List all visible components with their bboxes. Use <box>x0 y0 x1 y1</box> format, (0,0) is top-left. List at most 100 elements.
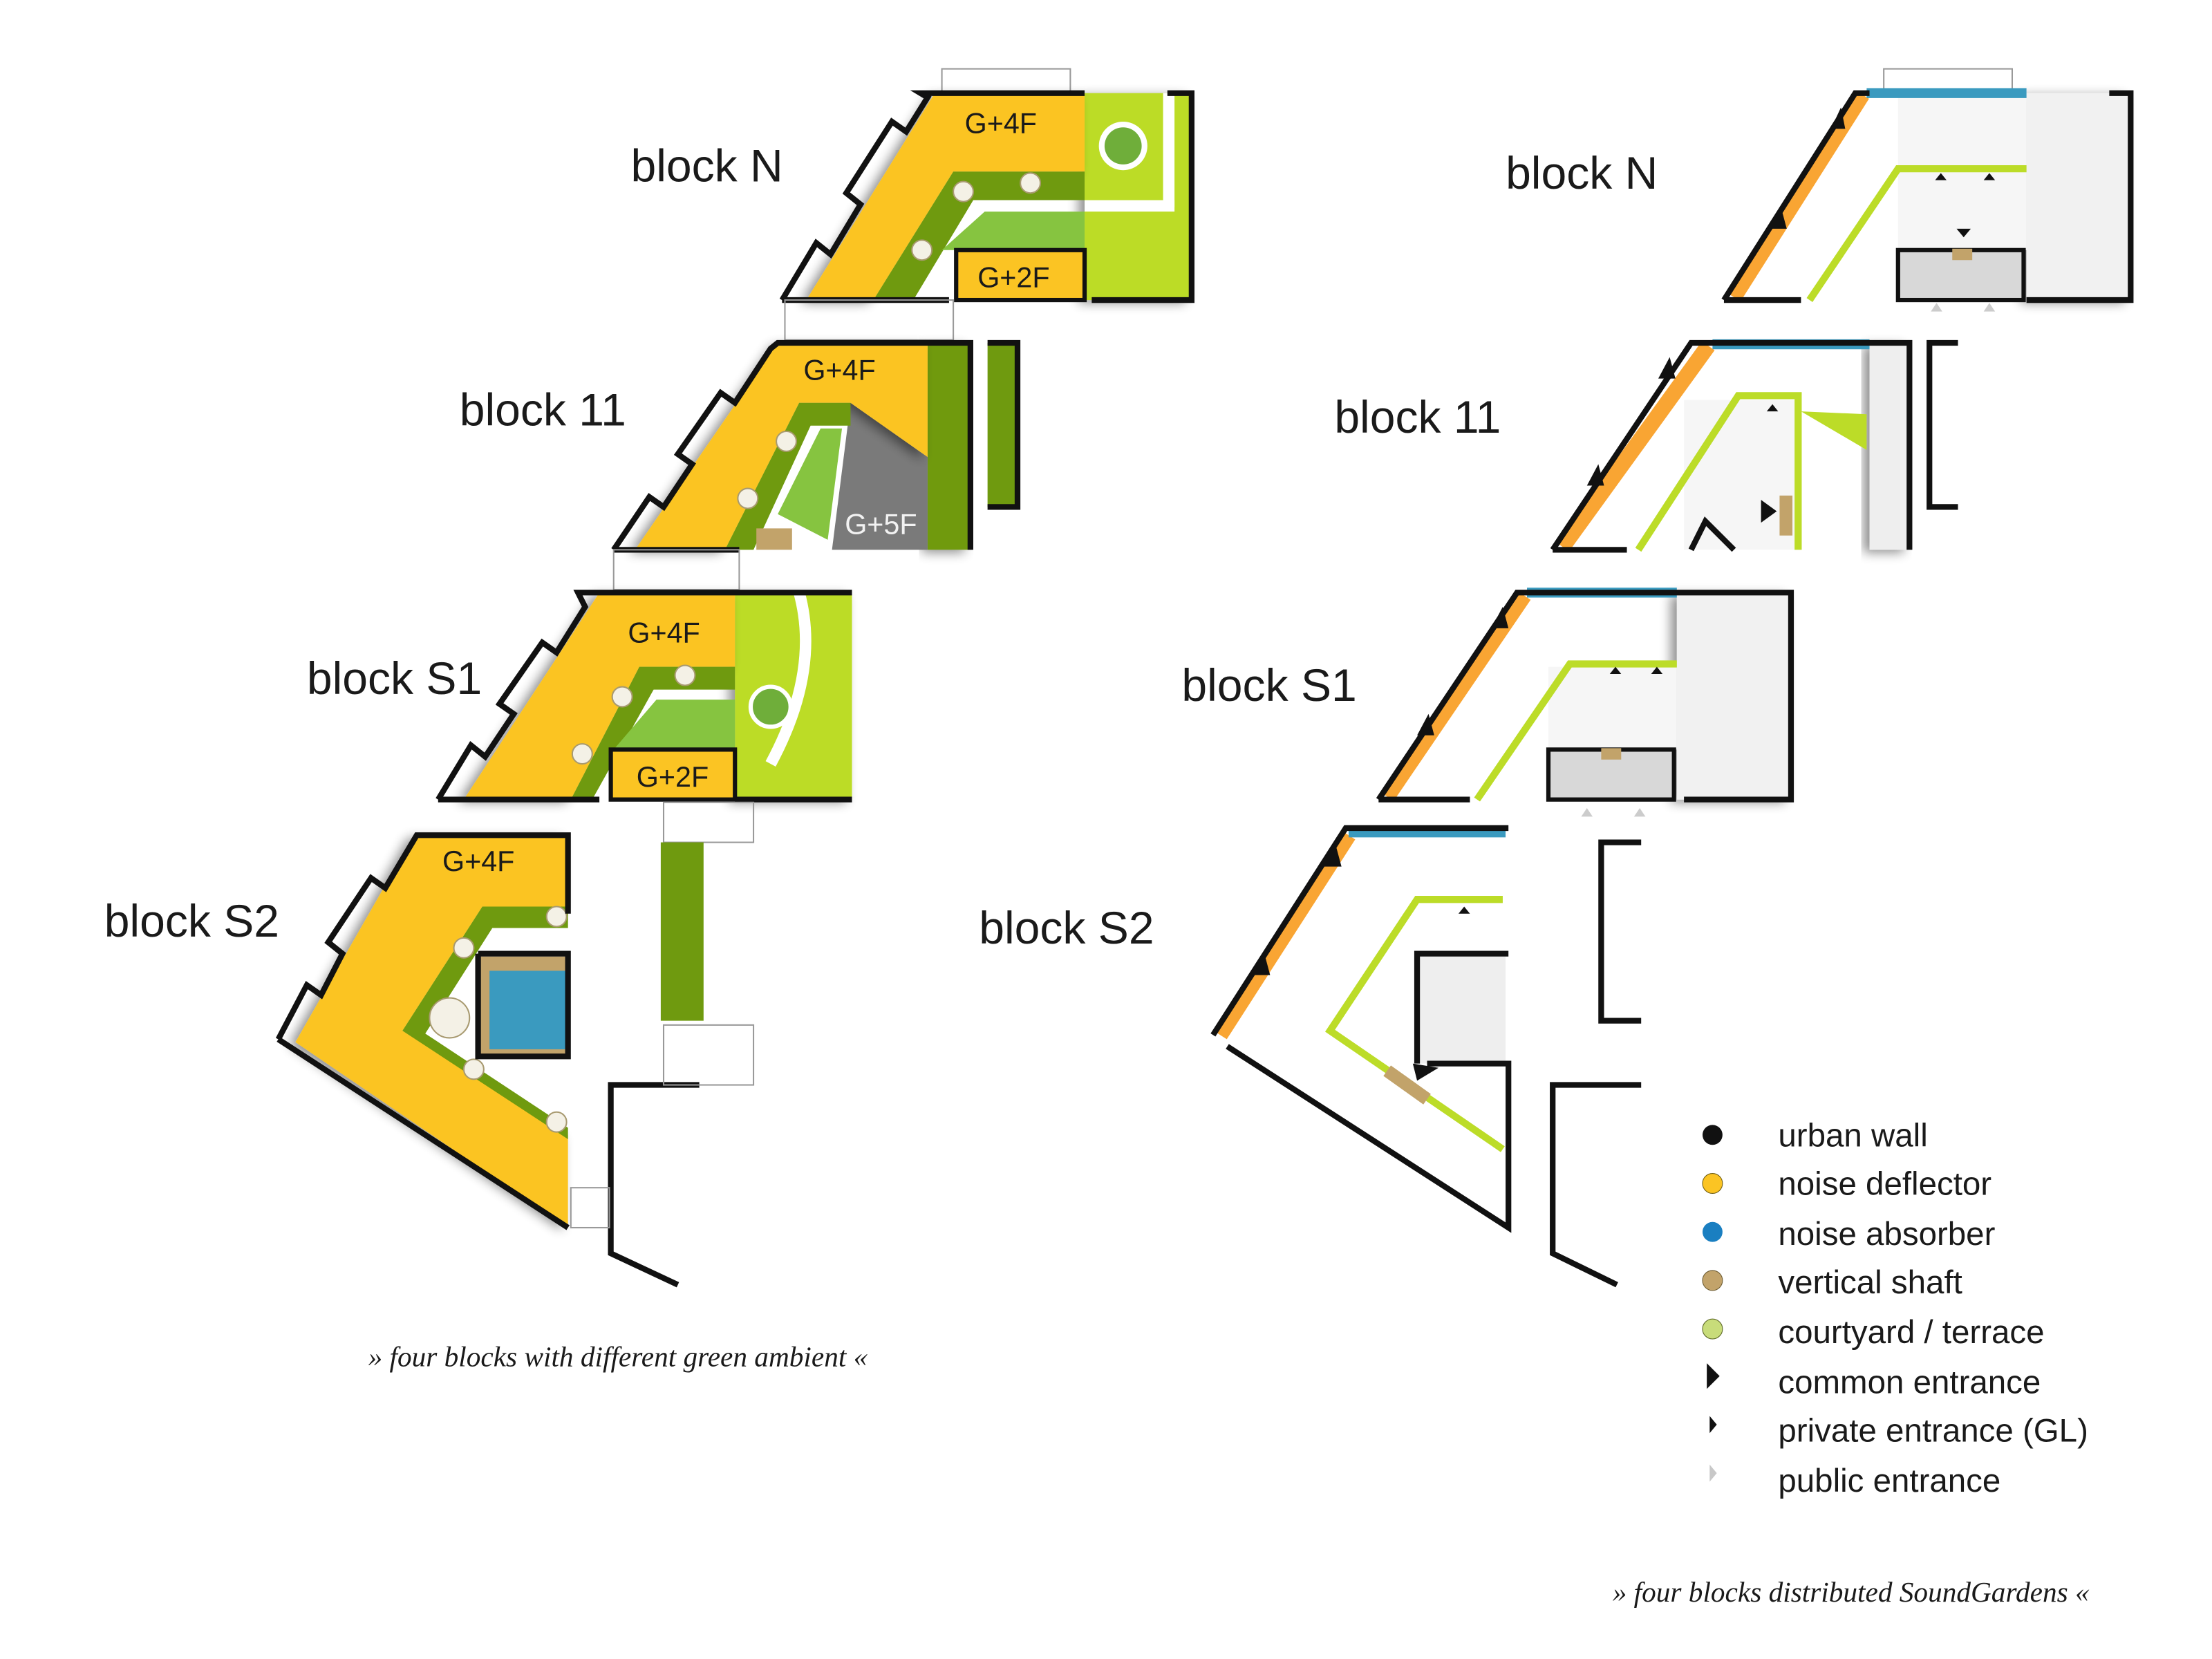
inner-courtyard <box>613 700 735 750</box>
tree-icon <box>1104 127 1142 165</box>
urban-wall-dot-icon <box>1702 1125 1723 1145</box>
floor-label: G+4F <box>442 845 514 877</box>
path-white <box>1163 93 1175 207</box>
right-block-s2: block S2 <box>979 825 1642 1288</box>
block-label: block N <box>1506 147 1658 198</box>
tree-icon <box>953 180 975 203</box>
block-label: block 11 <box>460 384 626 435</box>
floor-label: G+4F <box>628 617 700 649</box>
urban-wall <box>611 339 973 552</box>
legend-label: noise absorber <box>1778 1216 1995 1253</box>
right-panel: block N block 11 <box>979 68 2134 1608</box>
tree-icon <box>776 430 798 452</box>
vertical-shaft <box>1779 495 1793 536</box>
urban-wall <box>1226 1044 1512 1233</box>
terrace-outline <box>1806 165 2027 302</box>
common-entrance-icon <box>1830 107 1846 129</box>
noise-deflector-wing <box>635 343 928 550</box>
urban-wall <box>2026 90 2134 303</box>
vertical-shaft <box>1952 248 1973 261</box>
private-entrance-icon <box>1609 666 1622 674</box>
common-entrance-icon <box>1707 1363 1720 1389</box>
legend-label: urban wall <box>1778 1117 1927 1154</box>
legend-label: public entrance <box>1778 1463 2000 1499</box>
private-entrance-icon <box>1458 906 1470 914</box>
path-white <box>1085 200 1175 212</box>
g2f-building <box>954 247 1087 303</box>
urban-wall <box>435 590 852 801</box>
green-strip <box>724 402 851 550</box>
block-label: block S1 <box>1181 659 1356 711</box>
urban-wall <box>987 339 1021 510</box>
public-entrance-icon <box>1931 303 1942 312</box>
urban-wall <box>1927 339 1958 510</box>
floor-label: G+4F <box>803 355 875 386</box>
public-entrance-icon <box>1581 808 1593 817</box>
legend-label: vertical shaft <box>1778 1264 1962 1301</box>
courtyard-area <box>1869 343 1910 550</box>
urban-wall <box>276 1037 570 1230</box>
urban-wall <box>1550 1082 1642 1288</box>
urban-wall <box>1376 590 1794 803</box>
public-entrance-icon <box>1633 808 1646 817</box>
urban-wall <box>779 90 1085 302</box>
common-entrance-icon <box>1586 464 1604 486</box>
private-entrance-icon <box>1709 1416 1717 1434</box>
stair-connector <box>570 1187 610 1229</box>
block-label: block S2 <box>979 902 1154 953</box>
tree-icon <box>911 239 933 261</box>
left-block-n: block N G+4F G+2F <box>631 68 1194 341</box>
courtyard-area <box>1676 592 1791 800</box>
vertical-shaft-dot-icon <box>1702 1270 1723 1291</box>
urban-wall <box>1598 839 1642 1024</box>
tree-icon <box>453 937 475 959</box>
noise-deflector-wing <box>295 835 568 1228</box>
common-entrance-icon <box>1770 207 1787 229</box>
right-block-11: block 11 <box>1334 339 1958 553</box>
terrace-green <box>1801 411 1867 450</box>
g5f-building <box>832 402 928 550</box>
inner-courtyard <box>778 428 843 540</box>
common-entrance-icon <box>1658 357 1676 379</box>
right-caption: » four blocks distributed SoundGardens « <box>1613 1576 2090 1608</box>
common-entrance-icon <box>1761 500 1777 523</box>
private-entrance-icon <box>1935 173 1947 180</box>
stair-connector <box>662 1024 755 1086</box>
tree-icon <box>571 743 593 765</box>
private-entrance-icon <box>1766 404 1779 412</box>
public-entrance-icon <box>1709 1464 1717 1482</box>
pool <box>489 971 568 1049</box>
urban-wall <box>1721 90 1870 302</box>
urban-wall <box>1091 90 1194 303</box>
left-block-11: block 11 G+4F G+5F <box>460 339 1021 591</box>
green-strip-dark <box>927 343 971 550</box>
noise-deflector-dot-icon <box>1702 1173 1723 1194</box>
vertical-shaft <box>1601 748 1622 760</box>
green-strip-dark <box>660 842 704 1021</box>
courtyard-area <box>2026 93 2131 301</box>
noise-deflector-wing <box>806 93 1085 301</box>
green-strip-dark <box>987 343 1018 507</box>
legend-label: private entrance (GL) <box>1778 1413 2088 1450</box>
common-entrance-icon <box>1253 953 1271 975</box>
right-block-s1: block S1 <box>1181 588 1794 817</box>
tree-icon <box>674 664 696 686</box>
courtyard-light-green <box>1085 93 1192 301</box>
floor-label: G+4F <box>965 108 1037 140</box>
tree-icon <box>748 684 793 729</box>
block-label: block S1 <box>307 653 482 704</box>
tree-icon <box>1020 172 1042 194</box>
tree-icon <box>429 997 471 1039</box>
floor-label: G+2F <box>977 261 1049 293</box>
noise-deflector-strip <box>1556 341 1715 552</box>
tree-icon <box>545 1111 568 1133</box>
right-block-n: block N <box>1506 68 2134 312</box>
common-entrance-icon <box>1417 713 1434 735</box>
green-strip <box>873 171 1085 301</box>
public-entrance-icon <box>1983 303 1996 312</box>
floor-label: G+2F <box>637 761 709 793</box>
tree-icon <box>611 686 633 708</box>
courtyard-terrace-dot-icon <box>1702 1318 1723 1340</box>
terrace-outline <box>1474 660 1677 802</box>
